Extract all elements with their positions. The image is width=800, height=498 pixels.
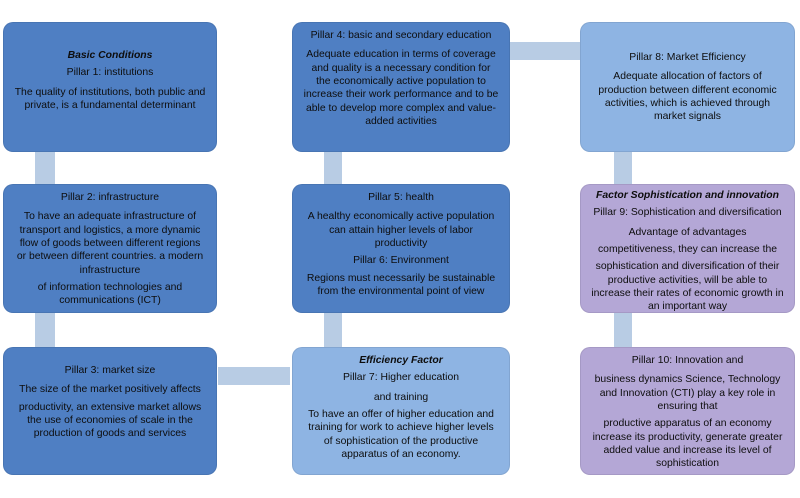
- pillar-7-box: Efficiency Factor Pillar 7: Higher educa…: [292, 347, 510, 475]
- pillar-7-title: Pillar 7: Higher education: [342, 372, 460, 384]
- pillar-2-title: Pillar 2: infrastructure: [60, 192, 160, 203]
- pillar-3-title: Pillar 3: market size: [64, 365, 156, 376]
- pillar-8-text: Adequate allocation of factors of produc…: [598, 71, 777, 123]
- pillar-2-box: Pillar 2: infrastructure To have an adeq…: [3, 184, 217, 313]
- pillar-2-text-2: of information technologies and communic…: [37, 281, 183, 307]
- pillar-7-text-2: To have an offer of higher education and…: [308, 408, 494, 460]
- pillar-2-text-1: To have an adequate infrastructure of tr…: [16, 211, 204, 276]
- pillar-1-title: Pillar 1: institutions: [66, 67, 154, 79]
- pillar-6-text: Regions must necessarily be sustainable …: [306, 272, 496, 297]
- pillar-4-text: Adequate education in terms of coverage …: [303, 49, 499, 127]
- pillar-7-text-1: and training: [373, 391, 429, 403]
- pillar-9-text-3: sophistication and diversification of th…: [591, 261, 784, 313]
- pillar-3-text-2: productivity, an extensive market allows…: [18, 401, 202, 440]
- pillar-8-box: Pillar 8: Market Efficiency Adequate all…: [580, 22, 795, 152]
- pillar-4-box: Pillar 4: basic and secondary education …: [292, 22, 510, 152]
- connector-p9-p10: [614, 313, 632, 347]
- pillar-3-box: Pillar 3: market size The size of the ma…: [3, 347, 217, 475]
- pillar-1-text: The quality of institutions, both public…: [14, 86, 206, 111]
- pillar-3-text-1: The size of the market positively affect…: [19, 384, 201, 396]
- pillar-5-6-box: Pillar 5: health A healthy economically …: [292, 184, 510, 313]
- connector-p3-p7: [218, 367, 290, 385]
- pillar-10-box: Pillar 10: Innovation and business dynam…: [580, 347, 795, 475]
- pillar-5-title: Pillar 5: health: [368, 192, 434, 203]
- basic-conditions-heading: Basic Conditions: [67, 50, 153, 61]
- connector-p8-p9: [614, 152, 632, 184]
- sophistication-innovation-heading: Factor Sophistication and innovation: [596, 190, 779, 201]
- pillar-9-text-2: competitiveness, they can increase the: [597, 243, 778, 255]
- pillar-9-box: Factor Sophistication and innovation Pil…: [580, 184, 795, 313]
- connector-p4-p5: [324, 152, 342, 184]
- pillar-1-box: Basic Conditions Pillar 1: institutions …: [3, 22, 217, 152]
- pillar-6-title: Pillar 6: Environment: [353, 255, 449, 267]
- connector-p4-p8: [510, 42, 580, 60]
- connector-p1-p2: [35, 152, 55, 184]
- pillar-10-text-2: productive apparatus of an economy incre…: [592, 418, 783, 470]
- efficiency-factor-heading: Efficiency Factor: [359, 355, 443, 366]
- pillar-9-title: Pillar 9: Sophistication and diversifica…: [593, 207, 782, 219]
- pillar-8-title: Pillar 8: Market Efficiency: [629, 52, 746, 63]
- pillar-10-title: Pillar 10: Innovation and: [631, 355, 744, 366]
- pillar-5-text: A healthy economically active population…: [307, 211, 495, 249]
- connector-p5-p7: [324, 313, 342, 347]
- pillar-9-text-1: Advantage of advantages: [628, 226, 747, 238]
- connector-p2-p3: [35, 313, 55, 347]
- pillar-4-title: Pillar 4: basic and secondary education: [310, 30, 492, 41]
- pillar-10-text-1: business dynamics Science, Technology an…: [594, 374, 781, 412]
